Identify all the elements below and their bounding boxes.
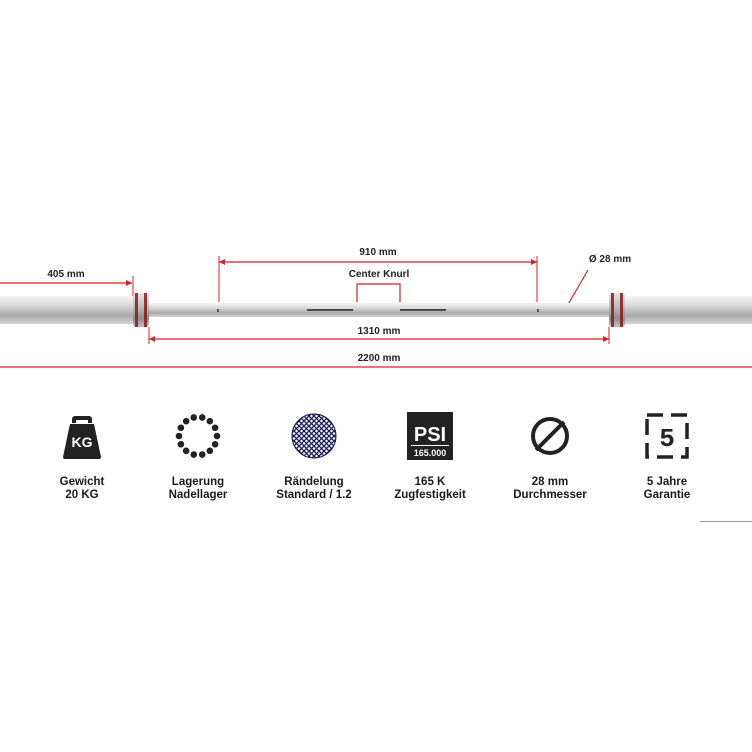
barbell bbox=[0, 293, 752, 327]
weight-kg-icon: KG bbox=[22, 405, 142, 467]
feature-warranty-line1: 5 Jahre bbox=[646, 476, 688, 488]
svg-text:KG: KG bbox=[72, 434, 93, 450]
feature-knurling-line1: Rändelung bbox=[284, 476, 344, 488]
inner-length-label: 1310 mm bbox=[358, 326, 401, 337]
feature-bearing-line1: Lagerung bbox=[171, 476, 225, 488]
feature-tensile-line1: 165 K bbox=[414, 476, 446, 488]
bar-shaft bbox=[149, 303, 609, 317]
feature-weight-line1: Gewicht bbox=[59, 476, 105, 488]
right-sleeve bbox=[625, 296, 752, 324]
bearing-dot bbox=[182, 417, 190, 425]
feature-bearing: Lagerung Nadellager bbox=[138, 405, 258, 502]
feature-warranty-line2: Garantie bbox=[643, 489, 691, 501]
sleeve-length-label: 405 mm bbox=[47, 269, 84, 280]
diameter-callout: Ø 28 mm bbox=[565, 254, 631, 309]
svg-text:PSI: PSI bbox=[414, 424, 446, 446]
svg-text:5: 5 bbox=[659, 424, 675, 454]
bearing-dot bbox=[177, 440, 185, 448]
diameter-icon bbox=[490, 405, 610, 467]
feature-tensile-strength: PSI 165.000 165 K Zugfestigkeit bbox=[370, 405, 490, 502]
dimension-knurl-span: 910 mm bbox=[218, 247, 538, 302]
feature-weight: KG Gewicht 20 KG bbox=[22, 405, 142, 502]
dimension-inner-length: 1310 mm bbox=[148, 326, 610, 344]
bearing-dot bbox=[175, 432, 183, 440]
feature-tensile-line2: Zugfestigkeit bbox=[394, 489, 466, 501]
knurling-icon bbox=[254, 405, 374, 467]
svg-text:165.000: 165.000 bbox=[414, 448, 447, 458]
divider bbox=[700, 521, 752, 522]
bearing-dot bbox=[198, 451, 206, 458]
barbell-dimension-diagram: 405 mm 910 mm Center Knurl Ø 28 mm bbox=[0, 247, 752, 368]
dimension-sleeve-length: 405 mm bbox=[0, 269, 134, 296]
feature-knurling: Rändelung Standard / 1.2 bbox=[254, 405, 374, 502]
feature-bearing-line2: Nadellager bbox=[168, 489, 228, 501]
bearing-dot bbox=[190, 451, 198, 458]
feature-diameter-line1: 28 mm bbox=[531, 476, 569, 488]
total-length-label: 2200 mm bbox=[358, 353, 401, 364]
feature-diameter: 28 mm Durchmesser bbox=[490, 405, 610, 502]
bearing-dot bbox=[177, 424, 185, 432]
bearing-dot bbox=[211, 440, 219, 448]
psi-icon: PSI 165.000 bbox=[370, 405, 490, 467]
diameter-label: Ø 28 mm bbox=[589, 254, 631, 265]
center-knurl-label: Center Knurl bbox=[349, 269, 410, 280]
bearing-dot bbox=[206, 417, 214, 425]
center-knurl-marker: Center Knurl bbox=[349, 269, 410, 302]
bearing-dot bbox=[190, 414, 198, 421]
five-years-icon: 5 bbox=[607, 405, 727, 467]
bearing-dot bbox=[211, 424, 219, 432]
left-sleeve bbox=[0, 296, 133, 324]
dimension-total-length: 2200 mm bbox=[0, 353, 752, 368]
bearing-dot bbox=[206, 447, 214, 455]
knurl-span-label: 910 mm bbox=[359, 247, 396, 258]
feature-weight-line2: 20 KG bbox=[65, 489, 99, 501]
feature-knurling-line2: Standard / 1.2 bbox=[276, 489, 352, 501]
bearing-dot bbox=[182, 447, 190, 455]
bearing-dot bbox=[198, 414, 206, 421]
needle-bearing-icon bbox=[138, 405, 258, 467]
feature-warranty: 5 5 Jahre Garantie bbox=[607, 405, 727, 502]
bearing-dot bbox=[213, 432, 221, 440]
feature-diameter-line2: Durchmesser bbox=[513, 489, 587, 501]
